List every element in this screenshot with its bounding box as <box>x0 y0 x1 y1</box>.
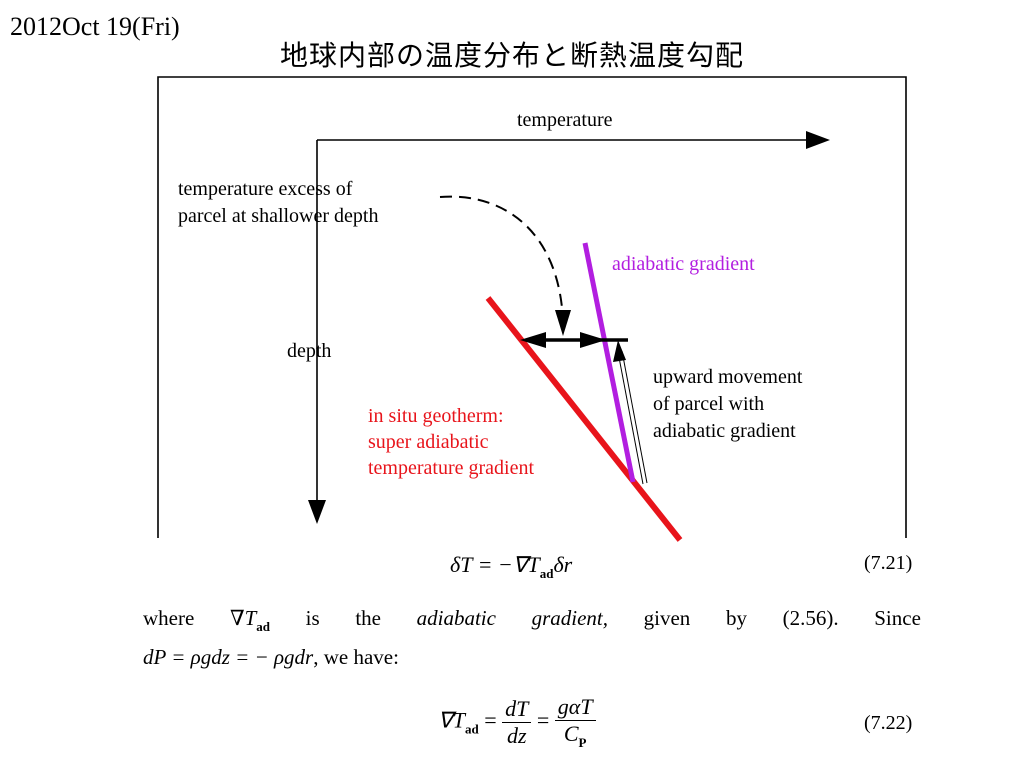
paragraph-line-2: dP = ρgdz = − ρgdr, we have: <box>143 642 921 672</box>
word-the: the <box>355 606 381 630</box>
upward-arrow-shaft-b <box>621 350 648 484</box>
fraction-galphat-cp-denominator: CP <box>555 721 596 751</box>
eq1-tail: δr <box>553 552 573 577</box>
eq1-main: δT = −∇T <box>450 552 540 577</box>
geotherm-label-line2: super adiabatic <box>368 431 489 453</box>
upward-label-line2: of parcel with <box>653 393 764 415</box>
depth-axis-arrow <box>308 500 326 524</box>
eq2-equals-1: = <box>484 707 497 733</box>
eq1-subscript: ad <box>539 566 554 581</box>
excess-label-line2: parcel at shallower depth <box>178 205 378 227</box>
temperature-axis-arrow <box>806 131 830 149</box>
explanation-paragraph: where ∇Tad is the adiabatic gradient, gi… <box>143 603 921 672</box>
nabla-t-subscript: ad <box>256 619 271 634</box>
word-since: Since <box>874 606 921 630</box>
upward-label-line1: upward movement <box>653 366 803 388</box>
pressure-relation: dP = ρgdz = − ρgdr <box>143 645 314 669</box>
geotherm-line <box>485 296 683 542</box>
word-is: is <box>305 606 320 630</box>
word-given: given <box>643 606 691 630</box>
eq2-lhs-subscript: ad <box>464 721 479 737</box>
dashed-curve <box>439 195 564 323</box>
upward-label-line3: adiabatic gradient <box>653 420 796 442</box>
dashed-curve-arrowhead <box>555 310 571 336</box>
excess-arrowhead-left <box>520 332 546 348</box>
depth-axis-label: depth <box>287 340 331 362</box>
upward-arrowhead <box>613 340 626 362</box>
nabla-t: ∇T <box>229 606 257 630</box>
fraction-galphat-cp-numerator: gαT <box>554 694 596 721</box>
equation-7-22: ∇Tad = dT dz = gαT CP <box>438 694 596 751</box>
word-gradient-text: gradient, <box>531 606 609 630</box>
adiabatic-label: adiabatic gradient <box>612 253 755 275</box>
word-by: by <box>725 606 747 630</box>
cp-subscript: P <box>578 735 587 750</box>
date-label: 2012Oct 19(Fri) <box>10 12 180 41</box>
upward-arrow-shaft-a <box>617 351 644 485</box>
word-where: where <box>143 606 195 630</box>
geotherm-label-line3: temperature gradient <box>368 457 534 479</box>
equation-number-7-21: (7.21) <box>864 552 913 574</box>
word-adiabatic: adiabatic <box>416 606 496 630</box>
nabla-t-ad: ∇Tad <box>230 603 270 642</box>
excess-arrowhead-right <box>580 332 606 348</box>
fraction-galphat-cp: gαT CP <box>554 694 596 751</box>
equation-7-21: δT = −∇Tadδr <box>450 552 572 582</box>
geotherm-diagram: temperature depth temperature excess of … <box>157 76 907 542</box>
eq2-lhs: ∇T <box>438 707 465 733</box>
fraction-dt-dz: dT dz <box>502 696 532 749</box>
paragraph-line-2-tail: , we have: <box>313 645 399 669</box>
eq2-equals-2: = <box>536 707 550 733</box>
equation-reference: (2.56). <box>782 606 839 630</box>
excess-label-line1: temperature excess of <box>178 178 353 200</box>
word-gradient: gradient, <box>532 603 608 642</box>
temperature-axis-label: temperature <box>517 109 613 131</box>
adiabatic-line <box>582 242 636 483</box>
equation-number-7-22: (7.22) <box>864 712 913 734</box>
fraction-dt-dz-denominator: dz <box>506 723 527 748</box>
figure-frame <box>157 76 907 538</box>
geotherm-label-line1: in situ geotherm: <box>368 405 504 427</box>
fraction-dt-dz-numerator: dT <box>502 696 532 723</box>
slide-title: 地球内部の温度分布と断熱温度勾配 <box>279 39 744 72</box>
paragraph-line-1: where ∇Tad is the adiabatic gradient, gi… <box>143 603 921 642</box>
cp-c: C <box>563 721 579 746</box>
